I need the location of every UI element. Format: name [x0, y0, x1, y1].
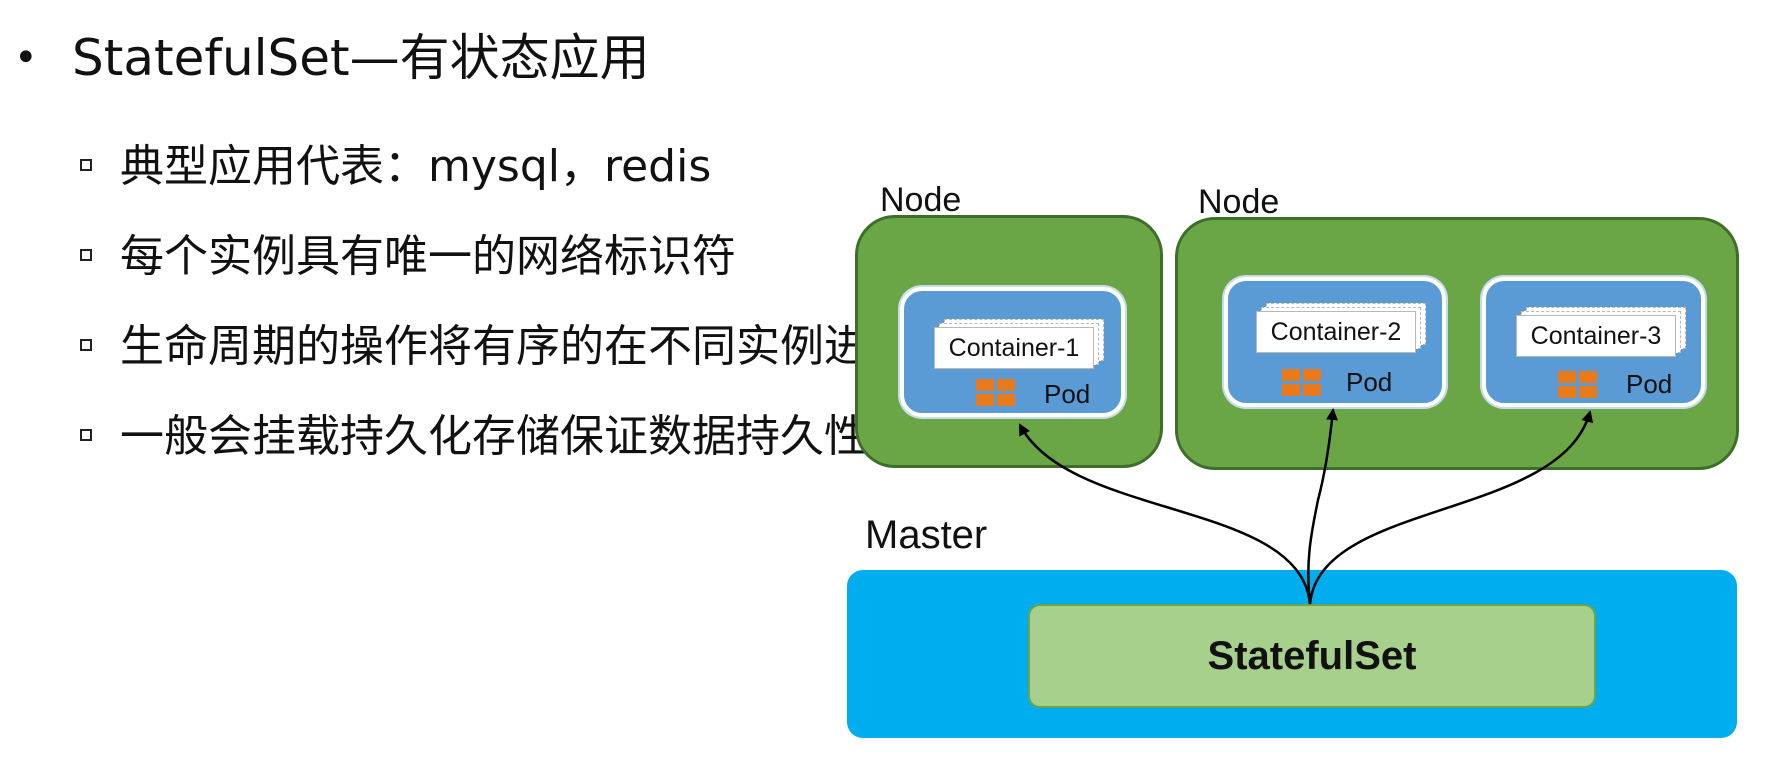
pod-1: Container-1 Pod	[900, 287, 1125, 417]
main-bullet: • StatefulSet—有状态应用	[14, 28, 650, 88]
pod-2: Container-2 Pod	[1224, 277, 1446, 407]
pod-label: Pod	[1626, 369, 1673, 399]
sub-bullet-3: 生命周期的操作将有序的在不同实例进行	[80, 319, 912, 375]
master-label: Master	[865, 513, 988, 557]
sub-bullet-2: 每个实例具有唯一的网络标识符	[80, 229, 736, 285]
pod-3: Container-3 Pod	[1482, 277, 1705, 407]
container-1-label: Container-1	[934, 327, 1094, 369]
bullet-dot-icon: •	[14, 35, 38, 81]
container-stack-3: Container-3	[1516, 307, 1688, 357]
node-label-1: Node	[880, 181, 962, 219]
pod-label: Pod	[1044, 379, 1091, 409]
sub-bullet-text: 生命周期的操作将有序的在不同实例进行	[120, 321, 912, 372]
pod-icon	[1558, 371, 1598, 399]
pod-icon	[976, 379, 1016, 407]
sub-bullet-4: 一般会挂载持久化存储保证数据持久性	[80, 409, 868, 465]
sub-bullet-1: 典型应用代表：mysql，redis	[80, 139, 711, 195]
page-title: StatefulSet—有状态应用	[72, 29, 650, 87]
pod-icon	[1282, 369, 1322, 397]
statefulset-box: StatefulSet	[1028, 604, 1596, 708]
node-label-2: Node	[1198, 183, 1280, 221]
container-3-label: Container-3	[1516, 315, 1676, 357]
square-bullet-icon	[80, 339, 92, 351]
container-stack-1: Container-1	[934, 319, 1106, 369]
square-bullet-icon	[80, 159, 92, 171]
container-2-label: Container-2	[1256, 311, 1416, 353]
sub-bullet-text: 一般会挂载持久化存储保证数据持久性	[120, 411, 868, 462]
pod-label: Pod	[1346, 367, 1393, 397]
square-bullet-icon	[80, 429, 92, 441]
container-stack-2: Container-2	[1256, 303, 1428, 353]
sub-bullet-text: 每个实例具有唯一的网络标识符	[120, 231, 736, 282]
square-bullet-icon	[80, 249, 92, 261]
sub-bullet-text: 典型应用代表：mysql，redis	[120, 141, 712, 192]
